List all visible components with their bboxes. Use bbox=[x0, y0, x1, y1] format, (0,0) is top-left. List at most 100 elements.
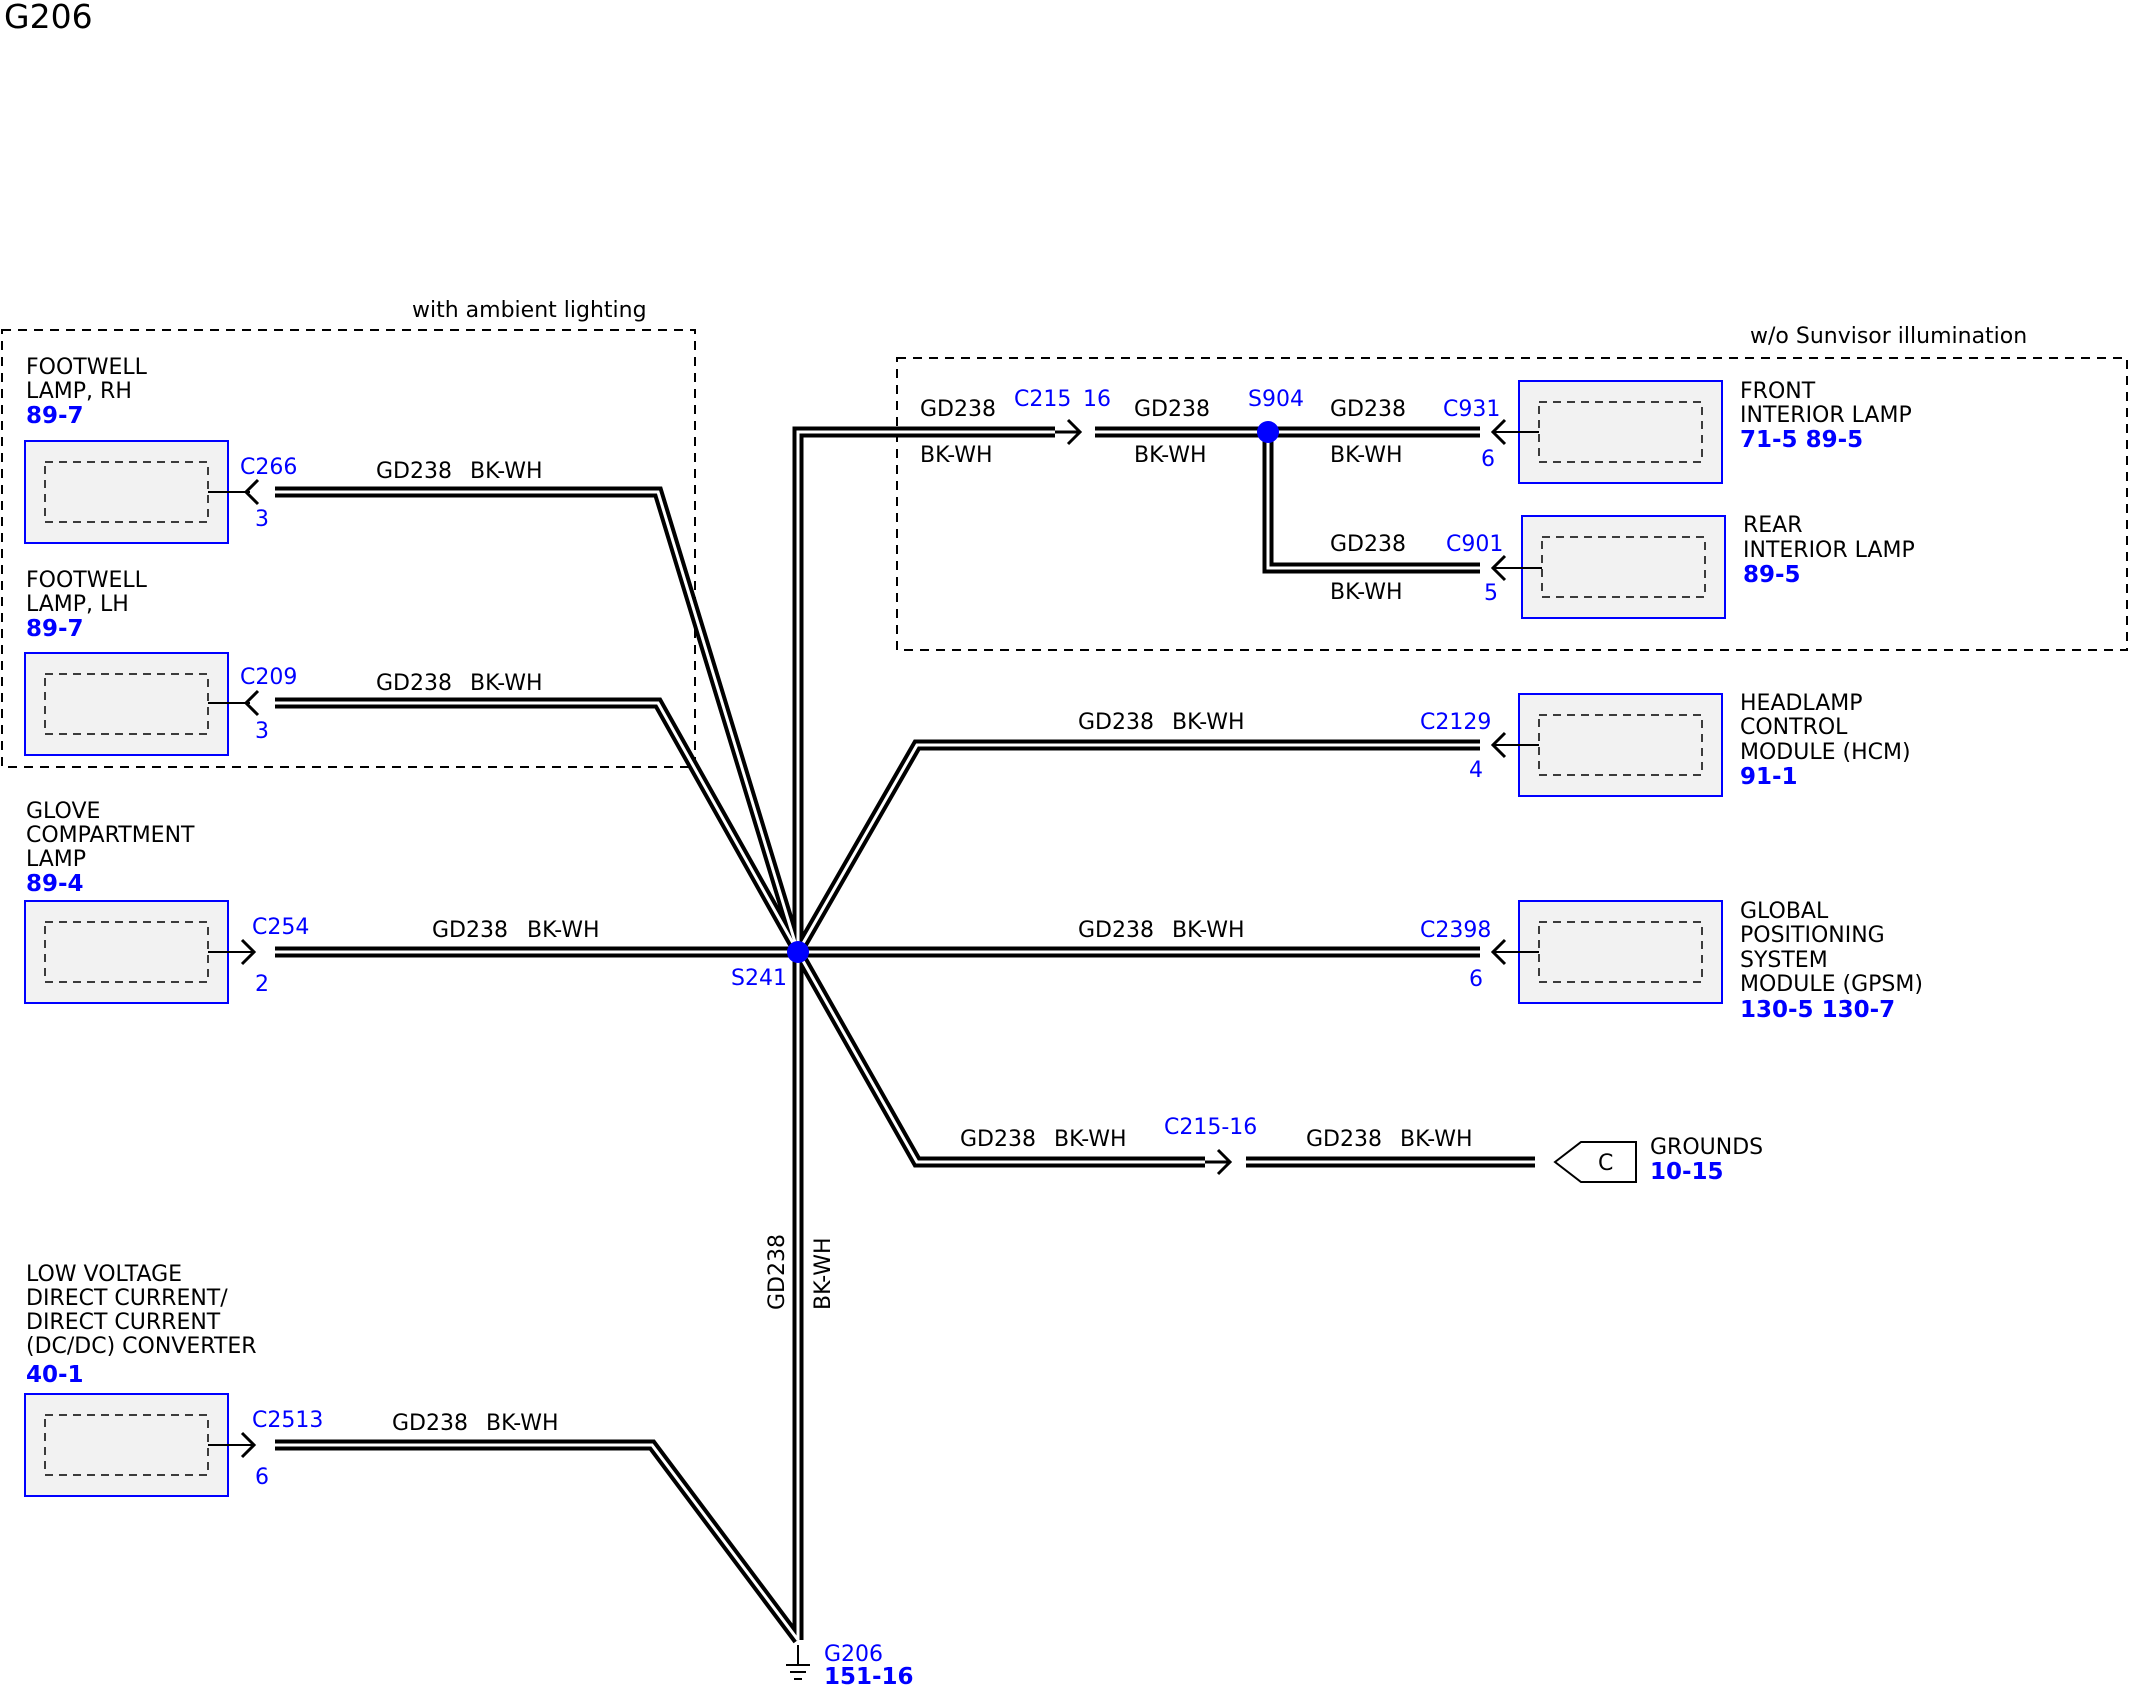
pin-label: 4 bbox=[1469, 758, 1483, 783]
pin-label: 3 bbox=[255, 719, 269, 744]
pin-label: 5 bbox=[1484, 581, 1498, 606]
component-ref: 89-5 bbox=[1743, 562, 1801, 588]
component-name-line: LAMP, LH bbox=[26, 592, 129, 617]
pin-label: 6 bbox=[1469, 967, 1483, 992]
wire-circuit-label: GD238 bbox=[1078, 710, 1154, 735]
wire-color-label: BK-WH bbox=[1172, 710, 1245, 735]
splice-s904-label: S904 bbox=[1248, 387, 1304, 412]
connector-label: C2513 bbox=[252, 1408, 323, 1433]
wire-color-label: BK-WH bbox=[470, 459, 543, 484]
wire-circuit-label: GD238 bbox=[1306, 1127, 1382, 1152]
wire-circuit-label: GD238 bbox=[1078, 918, 1154, 943]
inline-connector-label: C215 bbox=[1014, 387, 1071, 412]
ambient-lighting-label: with ambient lighting bbox=[412, 298, 647, 323]
component-ref: 89-4 bbox=[26, 871, 84, 897]
wire-circuit-label: GD238 bbox=[1330, 532, 1406, 557]
connector-label: C901 bbox=[1446, 532, 1503, 557]
wire-circuit-label: GD238 bbox=[920, 397, 996, 422]
component-name-line: FOOTWELL bbox=[26, 568, 148, 593]
wire-color-label: BK-WH bbox=[486, 1411, 559, 1436]
component-ref: 71-5 89-5 bbox=[1740, 427, 1863, 453]
wire-color-label: BK-WH bbox=[1134, 443, 1207, 468]
wire-color-label: BK-WH bbox=[1330, 580, 1403, 605]
component-ref: 40-1 bbox=[26, 1362, 84, 1388]
component-name-line: FOOTWELL bbox=[26, 355, 148, 380]
component-name-line: POSITIONING bbox=[1740, 923, 1885, 948]
wires bbox=[275, 426, 1535, 1644]
sunvisor-group-label: w/o Sunvisor illumination bbox=[1750, 324, 2027, 349]
splice-s241-label: S241 bbox=[731, 966, 787, 991]
component-glove-compartment-lamp: GLOVE COMPARTMENT LAMP 89-4 C254 2 GD238… bbox=[24, 799, 600, 1004]
grounds-reference-icon bbox=[1553, 1141, 1637, 1183]
component-ref: 89-7 bbox=[26, 616, 84, 642]
component-ref: 89-7 bbox=[26, 403, 84, 429]
wire-circuit-label: GD238 bbox=[765, 1234, 790, 1310]
wire-color-label: BK-WH bbox=[527, 918, 600, 943]
top-branch-labels: GD238 BK-WH C215 16 GD238 BK-WH GD238 BK… bbox=[920, 387, 1406, 605]
component-name-line: HEADLAMP bbox=[1740, 691, 1863, 716]
component-name-line: GLOBAL bbox=[1740, 899, 1829, 924]
component-name-line: DIRECT CURRENT/ bbox=[26, 1286, 228, 1311]
connector-label: C266 bbox=[240, 455, 297, 480]
component-name-line: INTERIOR LAMP bbox=[1743, 538, 1915, 563]
component-name-line: LAMP bbox=[26, 847, 86, 872]
component-ref: 10-15 bbox=[1650, 1159, 1724, 1185]
component-footwell-lamp-rh: FOOTWELL LAMP, RH 89-7 C266 3 GD238 BK-W… bbox=[24, 355, 543, 544]
component-front-interior-lamp: C931 6 FRONT INTERIOR LAMP 71-5 89-5 bbox=[1443, 379, 1912, 484]
component-name-line: CONTROL bbox=[1740, 715, 1848, 740]
component-name-line: MODULE (HCM) bbox=[1740, 740, 1911, 765]
component-rear-interior-lamp: C901 5 REAR INTERIOR LAMP 89-5 bbox=[1446, 513, 1915, 619]
ground-ref: 151-16 bbox=[824, 1664, 914, 1689]
component-name-line: INTERIOR LAMP bbox=[1740, 403, 1912, 428]
component-name-line: LAMP, RH bbox=[26, 379, 132, 404]
wire-circuit-label: GD238 bbox=[1134, 397, 1210, 422]
wire-circuit-label: GD238 bbox=[376, 459, 452, 484]
pin-label: 6 bbox=[1481, 447, 1495, 472]
ground-icon bbox=[786, 1645, 810, 1680]
component-name-line: GLOVE bbox=[26, 799, 100, 824]
component-name-line: COMPARTMENT bbox=[26, 823, 195, 848]
wire-color-label: BK-WH bbox=[920, 443, 993, 468]
ground-name: G206 bbox=[824, 1642, 883, 1667]
wire-color-label: BK-WH bbox=[1054, 1127, 1127, 1152]
wire-color-label: BK-WH bbox=[1172, 918, 1245, 943]
page-title: G206 bbox=[4, 0, 93, 36]
inline-connector-c215-top bbox=[1055, 418, 1083, 446]
connector-label: C931 bbox=[1443, 397, 1500, 422]
component-grounds: C GROUNDS 10-15 C215-16 GD238 BK-WH GD23… bbox=[960, 1115, 1763, 1185]
splice-s904 bbox=[1257, 421, 1279, 443]
grounds-symbol-letter: C bbox=[1598, 1151, 1613, 1176]
inline-connector-label: C215-16 bbox=[1164, 1115, 1257, 1140]
component-footwell-lamp-lh: FOOTWELL LAMP, LH 89-7 C209 3 GD238 BK-W… bbox=[24, 568, 543, 756]
wire-color-label: BK-WH bbox=[470, 671, 543, 696]
component-name-line: DIRECT CURRENT bbox=[26, 1310, 221, 1335]
inline-connector-c215-bottom bbox=[1205, 1148, 1233, 1176]
pin-label: 2 bbox=[255, 972, 269, 997]
wire-circuit-label: GD238 bbox=[392, 1411, 468, 1436]
pin-label: 6 bbox=[255, 1465, 269, 1490]
wire-color-label: BK-WH bbox=[811, 1237, 836, 1310]
component-name-line: FRONT bbox=[1740, 379, 1816, 404]
splice-s241 bbox=[787, 941, 809, 963]
wire-circuit-label: GD238 bbox=[960, 1127, 1036, 1152]
connector-label: C209 bbox=[240, 665, 297, 690]
component-ref: 91-1 bbox=[1740, 764, 1798, 790]
wire-circuit-label: GD238 bbox=[1330, 397, 1406, 422]
component-gps-module: C2398 6 GD238 BK-WH GLOBAL POSITIONING S… bbox=[1078, 899, 1923, 1023]
component-headlamp-control-module: C2129 4 GD238 BK-WH HEADLAMP CONTROL MOD… bbox=[1078, 691, 1911, 797]
component-name-line: REAR bbox=[1743, 513, 1803, 538]
connector-label: C254 bbox=[252, 915, 309, 940]
wire-color-label: BK-WH bbox=[1330, 443, 1403, 468]
sunvisor-group bbox=[896, 357, 2128, 651]
component-dcdc-converter: LOW VOLTAGE DIRECT CURRENT/ DIRECT CURRE… bbox=[24, 1262, 559, 1497]
connector-label: C2129 bbox=[1420, 710, 1491, 735]
component-name-line: LOW VOLTAGE bbox=[26, 1262, 182, 1287]
component-ref: 130-5 130-7 bbox=[1740, 997, 1895, 1023]
wire-color-label: BK-WH bbox=[1400, 1127, 1473, 1152]
wire-circuit-label: GD238 bbox=[432, 918, 508, 943]
component-name-line: MODULE (GPSM) bbox=[1740, 972, 1923, 997]
component-name-line: GROUNDS bbox=[1650, 1135, 1763, 1160]
pin-label: 3 bbox=[255, 507, 269, 532]
ambient-lighting-group bbox=[1, 329, 696, 768]
